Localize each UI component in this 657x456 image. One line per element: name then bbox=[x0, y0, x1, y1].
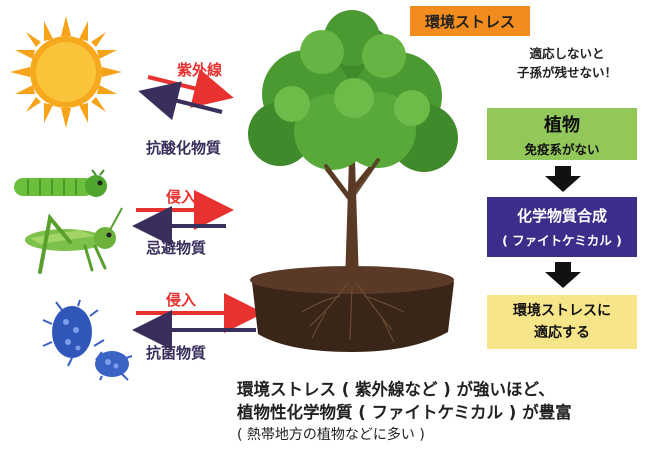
adapt-line-2: 適応する bbox=[534, 325, 590, 341]
adapt-box: 環境ストレスに 適応する bbox=[487, 295, 637, 349]
insect-invasion-label: 侵入 bbox=[166, 188, 197, 206]
flow-arrow-2 bbox=[545, 262, 581, 288]
bacteria-invasion-label: 侵入 bbox=[166, 291, 197, 309]
sun-icon bbox=[10, 16, 122, 128]
repellent-label: 忌避物質 bbox=[146, 239, 207, 257]
uv-label: 紫外線 bbox=[177, 61, 223, 79]
note-line-1: 適応しないと bbox=[529, 46, 605, 61]
synthesis-title: 化学物質合成 bbox=[516, 207, 607, 225]
synthesis-box: 化学物質合成 ( ファイトケミカル ) bbox=[487, 197, 637, 257]
uv-in-arrow bbox=[147, 68, 234, 108]
bacteria-icon bbox=[42, 299, 133, 381]
antioxidant-out-arrow bbox=[138, 81, 223, 121]
grasshopper-icon bbox=[25, 207, 123, 274]
antioxidant-label: 抗酸化物質 bbox=[146, 139, 222, 157]
stress-tag: 環境ストレス bbox=[410, 6, 530, 36]
note-line-2: 子孫が残せない！ bbox=[516, 65, 617, 80]
plant-box: 植物 免疫系がない bbox=[487, 108, 637, 160]
plant-subtitle: 免疫系がない bbox=[524, 141, 600, 157]
tree-illustration bbox=[248, 10, 458, 352]
summary-line-3: ( 熱帯地方の植物などに多い ) bbox=[237, 427, 425, 443]
caterpillar-icon bbox=[14, 169, 107, 197]
synthesis-subtitle: ( ファイトケミカル ) bbox=[502, 233, 622, 248]
note-text: 適応しないと 子孫が残せない！ bbox=[487, 44, 647, 82]
summary-line-2: 植物性化学物質 ( ファイトケミカル ) が豊富 bbox=[237, 403, 572, 422]
summary-text: 環境ストレス ( 紫外線など ) が強いほど、 植物性化学物質 ( ファイトケミ… bbox=[237, 378, 652, 446]
flow-arrow-1 bbox=[545, 166, 581, 192]
antibacterial-label: 抗菌物質 bbox=[146, 344, 207, 362]
adapt-line-1: 環境ストレスに bbox=[513, 303, 611, 319]
summary-line-1: 環境ストレス ( 紫外線など ) が強いほど、 bbox=[237, 380, 555, 399]
plant-title: 植物 bbox=[544, 114, 580, 136]
